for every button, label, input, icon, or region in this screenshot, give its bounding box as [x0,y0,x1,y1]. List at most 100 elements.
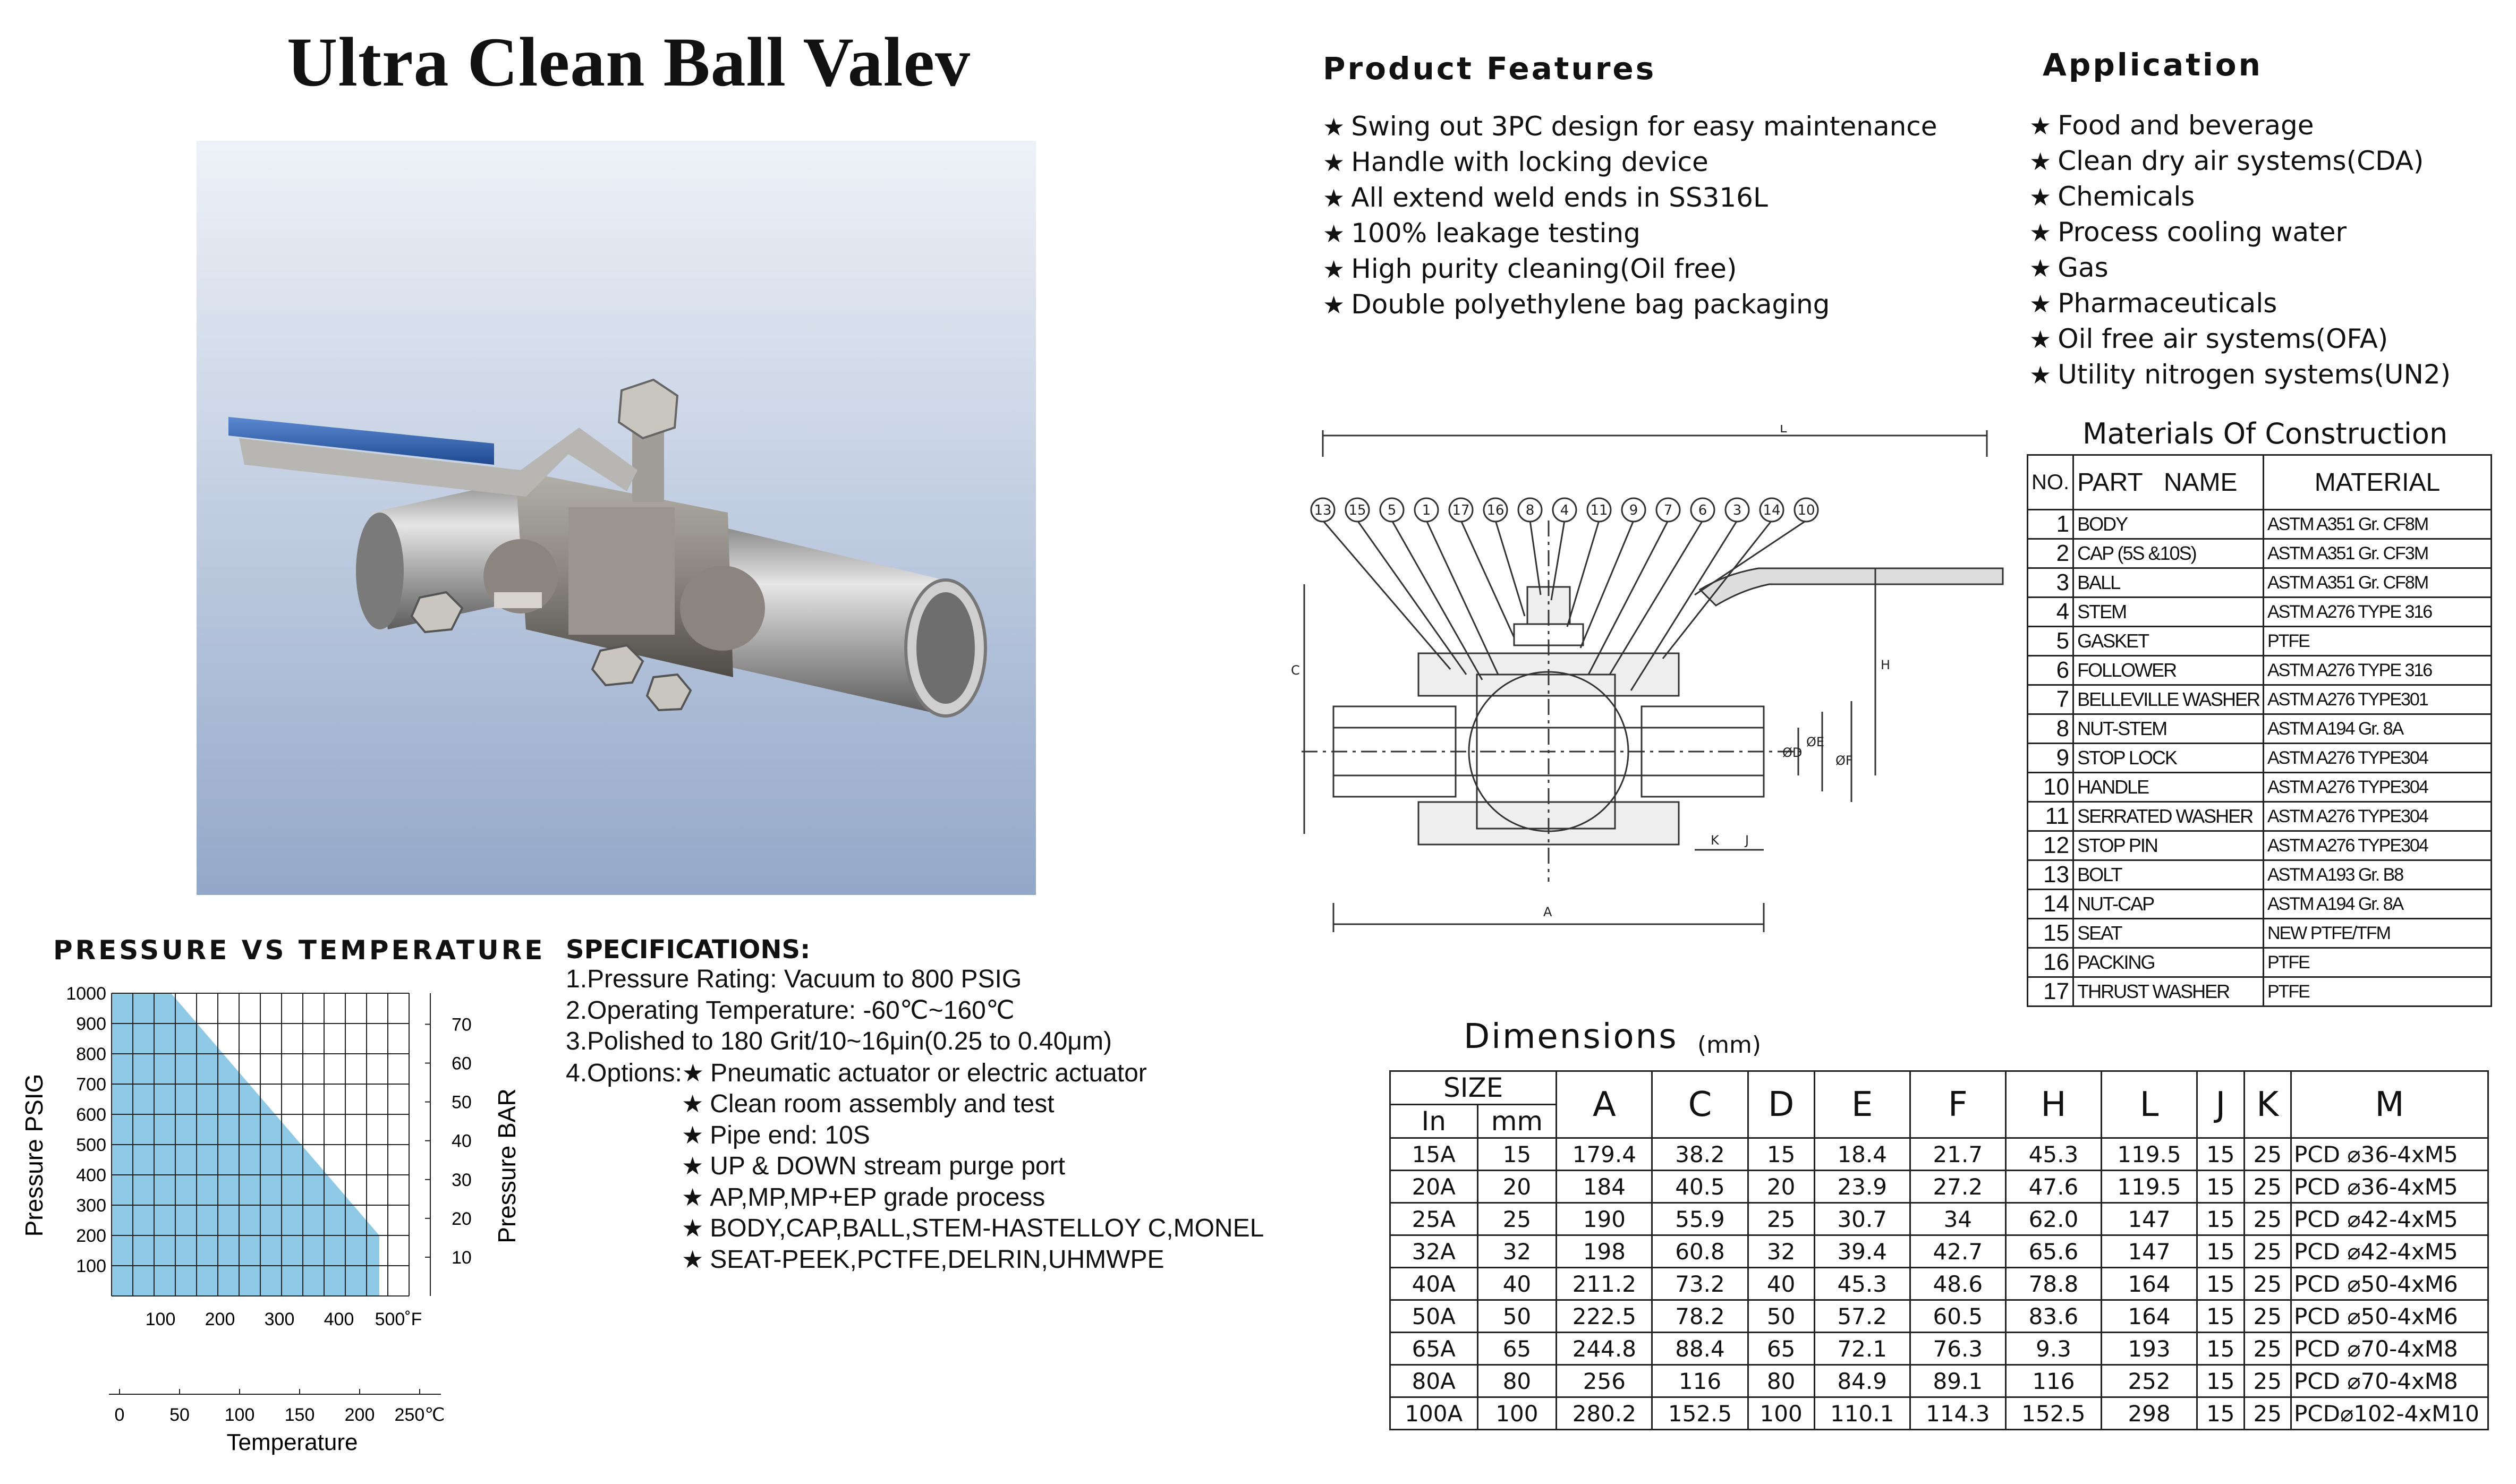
list-item: ★Utility nitrogen systems(UN2) [2029,359,2451,390]
part-material: PTFE [2262,947,2493,978]
size-header: SIZE [1389,1070,1558,1105]
balloon: 11 [1586,497,1612,523]
part-name: STOP PIN [2072,830,2264,861]
star-icon: ★ [2029,289,2052,318]
x-tick-label-c: 50 [169,1405,190,1425]
part-number: 2 [2026,538,2075,569]
balloon: 15 [1345,497,1370,523]
application-list: ★Food and beverage ★Clean dry air system… [2029,108,2451,393]
svg-text:8: 8 [1526,502,1535,518]
balloon: 14 [1759,497,1784,523]
table-cell: 34 [1909,1202,2007,1236]
star-icon: ★ [682,1090,704,1118]
spec-option: ★Pipe end: 10S [682,1121,870,1149]
table-cell: 50A [1389,1299,1478,1333]
part-material: ASTM A194 Gr. 8A [2262,889,2493,919]
star-icon: ★ [1323,148,1345,177]
dimensions-title: Dimensions [1464,1017,1678,1056]
col-header: MATERIAL [2262,454,2493,510]
table-cell: 78.8 [2004,1267,2102,1301]
table-cell: 179.4 [1556,1137,1653,1171]
list-item: ★Double polyethylene bag packaging [1323,289,1830,320]
table-cell: 25 [1476,1202,1558,1236]
part-material: ASTM A276 TYPE301 [2262,684,2493,715]
star-icon: ★ [1323,255,1345,284]
table-cell: 89.1 [1909,1364,2007,1398]
col-header: A [1556,1070,1653,1139]
table-cell: 100 [1476,1396,1558,1430]
in-header: In [1389,1104,1478,1139]
specifications-title: SPECIFICATIONS: [566,935,811,965]
dimensions-unit: (mm) [1697,1031,1762,1059]
table-cell: 25 [1747,1202,1815,1236]
table-cell: 47.6 [2004,1170,2102,1204]
col-header: D [1747,1070,1815,1139]
part-name: PACKING [2072,947,2264,978]
y-tick-label: 800 [76,1044,106,1064]
table-cell: 60.5 [1909,1299,2007,1333]
part-number: 15 [2026,918,2075,949]
x-tick-label-f: 200 [205,1309,235,1329]
table-cell: 78.2 [1651,1299,1749,1333]
list-item: ★Oil free air systems(OFA) [2029,323,2388,354]
application-title: Application [2043,47,2263,83]
table-cell: 76.3 [1909,1332,2007,1366]
page-title: Ultra Clean Ball Valev [287,23,971,101]
balloon: 9 [1621,497,1646,523]
y2-tick-label: 70 [452,1014,472,1035]
table-cell: 190 [1556,1202,1653,1236]
star-icon: ★ [1323,291,1345,319]
part-material: ASTM A351 Gr. CF8M [2262,567,2493,598]
table-cell: 15 [2196,1332,2245,1366]
table-cell: 15 [1747,1137,1815,1171]
col-header: E [1813,1070,1911,1139]
part-name: CAP (5S &10S) [2072,538,2264,569]
star-icon: ★ [1323,113,1345,141]
table-cell: PCD ⌀50-4xM6 [2290,1267,2489,1301]
part-name: SERRATED WASHER [2072,801,2264,832]
star-icon: ★ [1323,184,1345,212]
table-cell: 27.2 [1909,1170,2007,1204]
table-cell: 84.9 [1813,1364,1911,1398]
table-cell: 21.7 [1909,1137,2007,1171]
part-number: 1 [2026,509,2075,540]
part-material: PTFE [2262,626,2493,656]
table-cell: 15 [2196,1202,2245,1236]
table-cell: 65.6 [2004,1234,2102,1268]
svg-text:16: 16 [1486,502,1504,518]
table-cell: 164 [2100,1299,2198,1333]
y-tick-label: 500 [76,1135,106,1155]
star-icon: ★ [2029,254,2052,283]
table-cell: 222.5 [1556,1299,1653,1333]
table-cell: 40A [1389,1267,1478,1301]
table-cell: 114.3 [1909,1396,2007,1430]
balloon: 5 [1379,497,1405,523]
y-tick-label: 700 [76,1074,106,1095]
x-tick-label-f: 500˚F [375,1309,422,1329]
list-item: ★Chemicals [2029,181,2195,212]
part-name: NUT-CAP [2072,889,2264,919]
svg-text:17: 17 [1452,502,1469,518]
part-number: 7 [2026,684,2075,715]
part-name: THRUST WASHER [2072,976,2264,1007]
part-number: 4 [2026,596,2075,627]
spec-option: ★UP & DOWN stream purge port [682,1152,1065,1180]
svg-text:10: 10 [1797,502,1815,518]
svg-text:9: 9 [1629,502,1638,518]
dim-label-j: J [1744,833,1749,848]
part-name: BOLT [2072,859,2264,890]
list-item: ★Clean dry air systems(CDA) [2029,146,2424,176]
star-icon: ★ [2029,325,2052,354]
table-cell: 25 [2243,1364,2292,1398]
x-tick-label-c: 150 [285,1405,315,1425]
part-material: NEW PTFE/TFM [2262,918,2493,949]
